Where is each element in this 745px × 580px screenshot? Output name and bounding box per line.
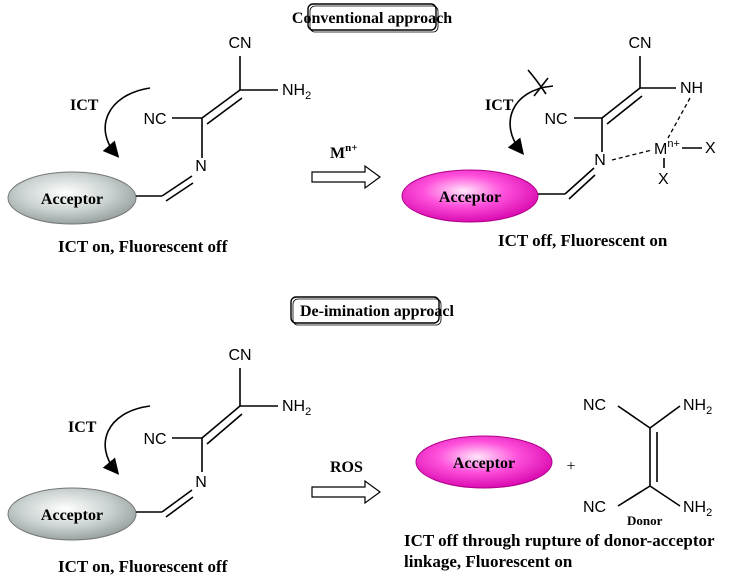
nh2-label-bottom: NH2 — [282, 398, 311, 418]
caption-top-right: ICT off, Fluorescent on — [498, 231, 668, 250]
probe-molecule-bottom-left: Acceptor N NC CN NH2 ICT — [7, 347, 311, 541]
cn-label: CN — [228, 35, 251, 52]
conventional-title: Conventional approach — [292, 10, 452, 27]
nc-label: NC — [143, 111, 166, 128]
probe-molecule-top-left: Acceptor N NC CN NH2 ICT — [7, 35, 311, 225]
ligand-x-bottom: X — [658, 171, 669, 188]
donor-nc-top: NC — [583, 397, 606, 414]
cn-label-complex: CN — [628, 35, 651, 52]
donor-nh2-top: NH2 — [683, 397, 712, 417]
imine-n-complex: N — [594, 152, 606, 169]
ligand-x-right: X — [705, 140, 716, 157]
caption-bottom-right-line1: ICT off through rupture of donor-accepto… — [404, 531, 715, 550]
reaction-arrow-metal: Mn+ — [311, 142, 382, 190]
nc-label-complex: NC — [544, 111, 567, 128]
ict-label-bottom: ICT — [68, 419, 97, 436]
acceptor-label-bottom: Acceptor — [41, 507, 103, 524]
acceptor-ellipse-magenta — [401, 169, 539, 223]
imine-n: N — [195, 158, 207, 175]
caption-top-left: ICT on, Fluorescent off — [58, 237, 228, 256]
donor-molecule: NC NH2 NC NH2 Donor — [583, 397, 712, 528]
ict-label-blocked: ICT — [485, 97, 514, 114]
ict-label: ICT — [70, 97, 99, 114]
nh-label-complex: NH — [680, 80, 703, 97]
acceptor-ellipse-product — [415, 435, 553, 489]
acceptor-ellipse-bottom — [7, 487, 137, 541]
caption-bottom-right-line2: linkage, Fluorescent on — [404, 552, 573, 571]
metal-center: Mn+ — [654, 138, 680, 158]
complex-molecule-top-right: Acceptor N NC CN NH Mn+ X X ICT — [401, 35, 716, 223]
acceptor-ellipse — [7, 171, 137, 225]
conventional-title-box: Conventional approach — [292, 3, 452, 33]
reaction-arrow-ros: ROS — [311, 459, 382, 505]
acceptor-label: Acceptor — [41, 191, 103, 208]
demination-title-box: De-imination approacl — [290, 296, 454, 326]
imine-n-bottom: N — [195, 474, 207, 491]
donor-nh2-bottom: NH2 — [683, 499, 712, 519]
caption-bottom-left: ICT on, Fluorescent off — [58, 557, 228, 576]
acceptor-label-magenta: Acceptor — [439, 189, 501, 206]
product-acceptor: Acceptor — [415, 435, 553, 489]
demination-title: De-imination approacl — [300, 303, 454, 320]
donor-nc-bottom: NC — [583, 499, 606, 516]
nc-label-bottom: NC — [143, 431, 166, 448]
ros-reagent: ROS — [330, 459, 363, 476]
plus-sign: + — [566, 458, 575, 475]
donor-label: Donor — [627, 513, 663, 528]
nh2-label: NH2 — [282, 82, 311, 102]
acceptor-label-product: Acceptor — [453, 455, 515, 472]
cn-label-bottom: CN — [228, 347, 251, 364]
metal-reagent: Mn+ — [330, 142, 358, 162]
